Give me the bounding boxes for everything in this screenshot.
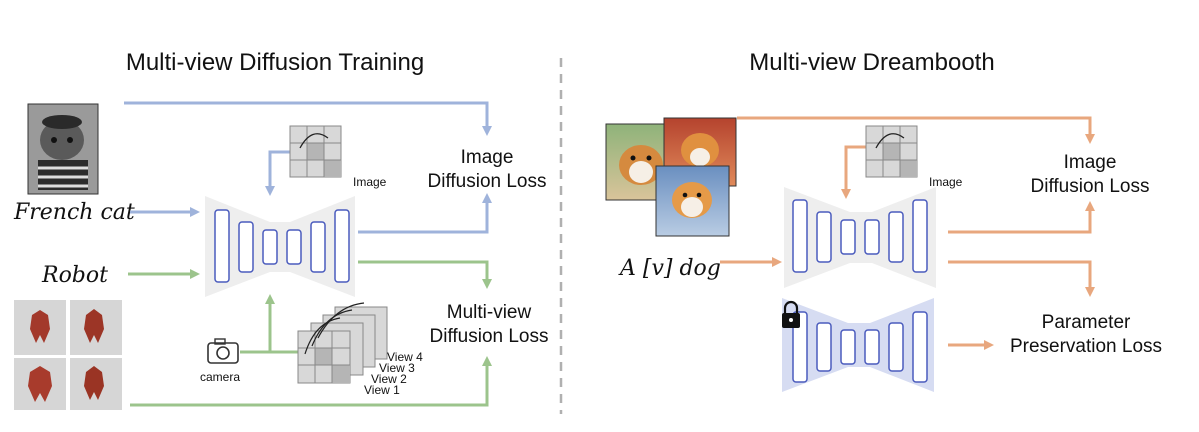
right-image-loss-line1: Image [1064, 152, 1117, 173]
multiview-grid-stack [297, 302, 388, 384]
image-grid-to-network-arrow [265, 150, 290, 196]
input-label-french-cat: French cat [13, 200, 135, 225]
camera-label: camera [200, 370, 240, 384]
view-label-3: View 3 [379, 361, 415, 375]
view-label-1: View 1 [364, 383, 400, 397]
network-to-image-loss-arrow-right [948, 201, 1095, 234]
preservation-loss-line2: Preservation Loss [1010, 336, 1162, 357]
view-label-4: View 4 [387, 350, 423, 364]
cat-to-image-loss-arrow [124, 101, 492, 136]
network-to-preservation-loss-arrow [948, 260, 1095, 297]
left-image-loss-line2: Diffusion Loss [428, 171, 547, 192]
dreambooth-prompt: A [v] dog [618, 256, 721, 281]
camera-to-network-arrow [240, 294, 275, 354]
network-to-image-loss-arrow [358, 193, 492, 234]
robot-to-multiview-loss-arrow [130, 356, 492, 407]
right-image-loss-line2: Diffusion Loss [1031, 176, 1150, 197]
grid-image-icon [289, 125, 342, 178]
left-image-loss-line1: Image [461, 147, 514, 168]
french-cat-photo [27, 103, 99, 195]
left-panel-title: Multi-view Diffusion Training [126, 49, 424, 76]
network-to-multiview-loss-arrow [358, 260, 492, 289]
view-label-2: View 2 [371, 372, 407, 386]
frozen-unet-network [782, 298, 934, 392]
camera-icon [207, 338, 239, 364]
dog-photos [605, 117, 737, 237]
grid-image-icon-right [865, 125, 918, 178]
image-grid-to-network-arrow-right [841, 145, 866, 199]
left-image-label: Image [353, 175, 387, 189]
preservation-loss-line1: Parameter [1042, 312, 1131, 333]
unet-network-left [205, 196, 355, 297]
multiview-loss-line2: Diffusion Loss [430, 326, 549, 347]
right-image-label: Image [929, 175, 963, 189]
multiview-loss-line1: Multi-view [447, 302, 532, 323]
robot-photos [14, 300, 122, 410]
unet-network-right [784, 187, 936, 288]
right-panel-title: Multi-view Dreambooth [749, 49, 994, 76]
input-label-robot: Robot [41, 263, 108, 288]
dogs-to-image-loss-arrow [737, 116, 1095, 144]
lock-icon [782, 300, 800, 328]
